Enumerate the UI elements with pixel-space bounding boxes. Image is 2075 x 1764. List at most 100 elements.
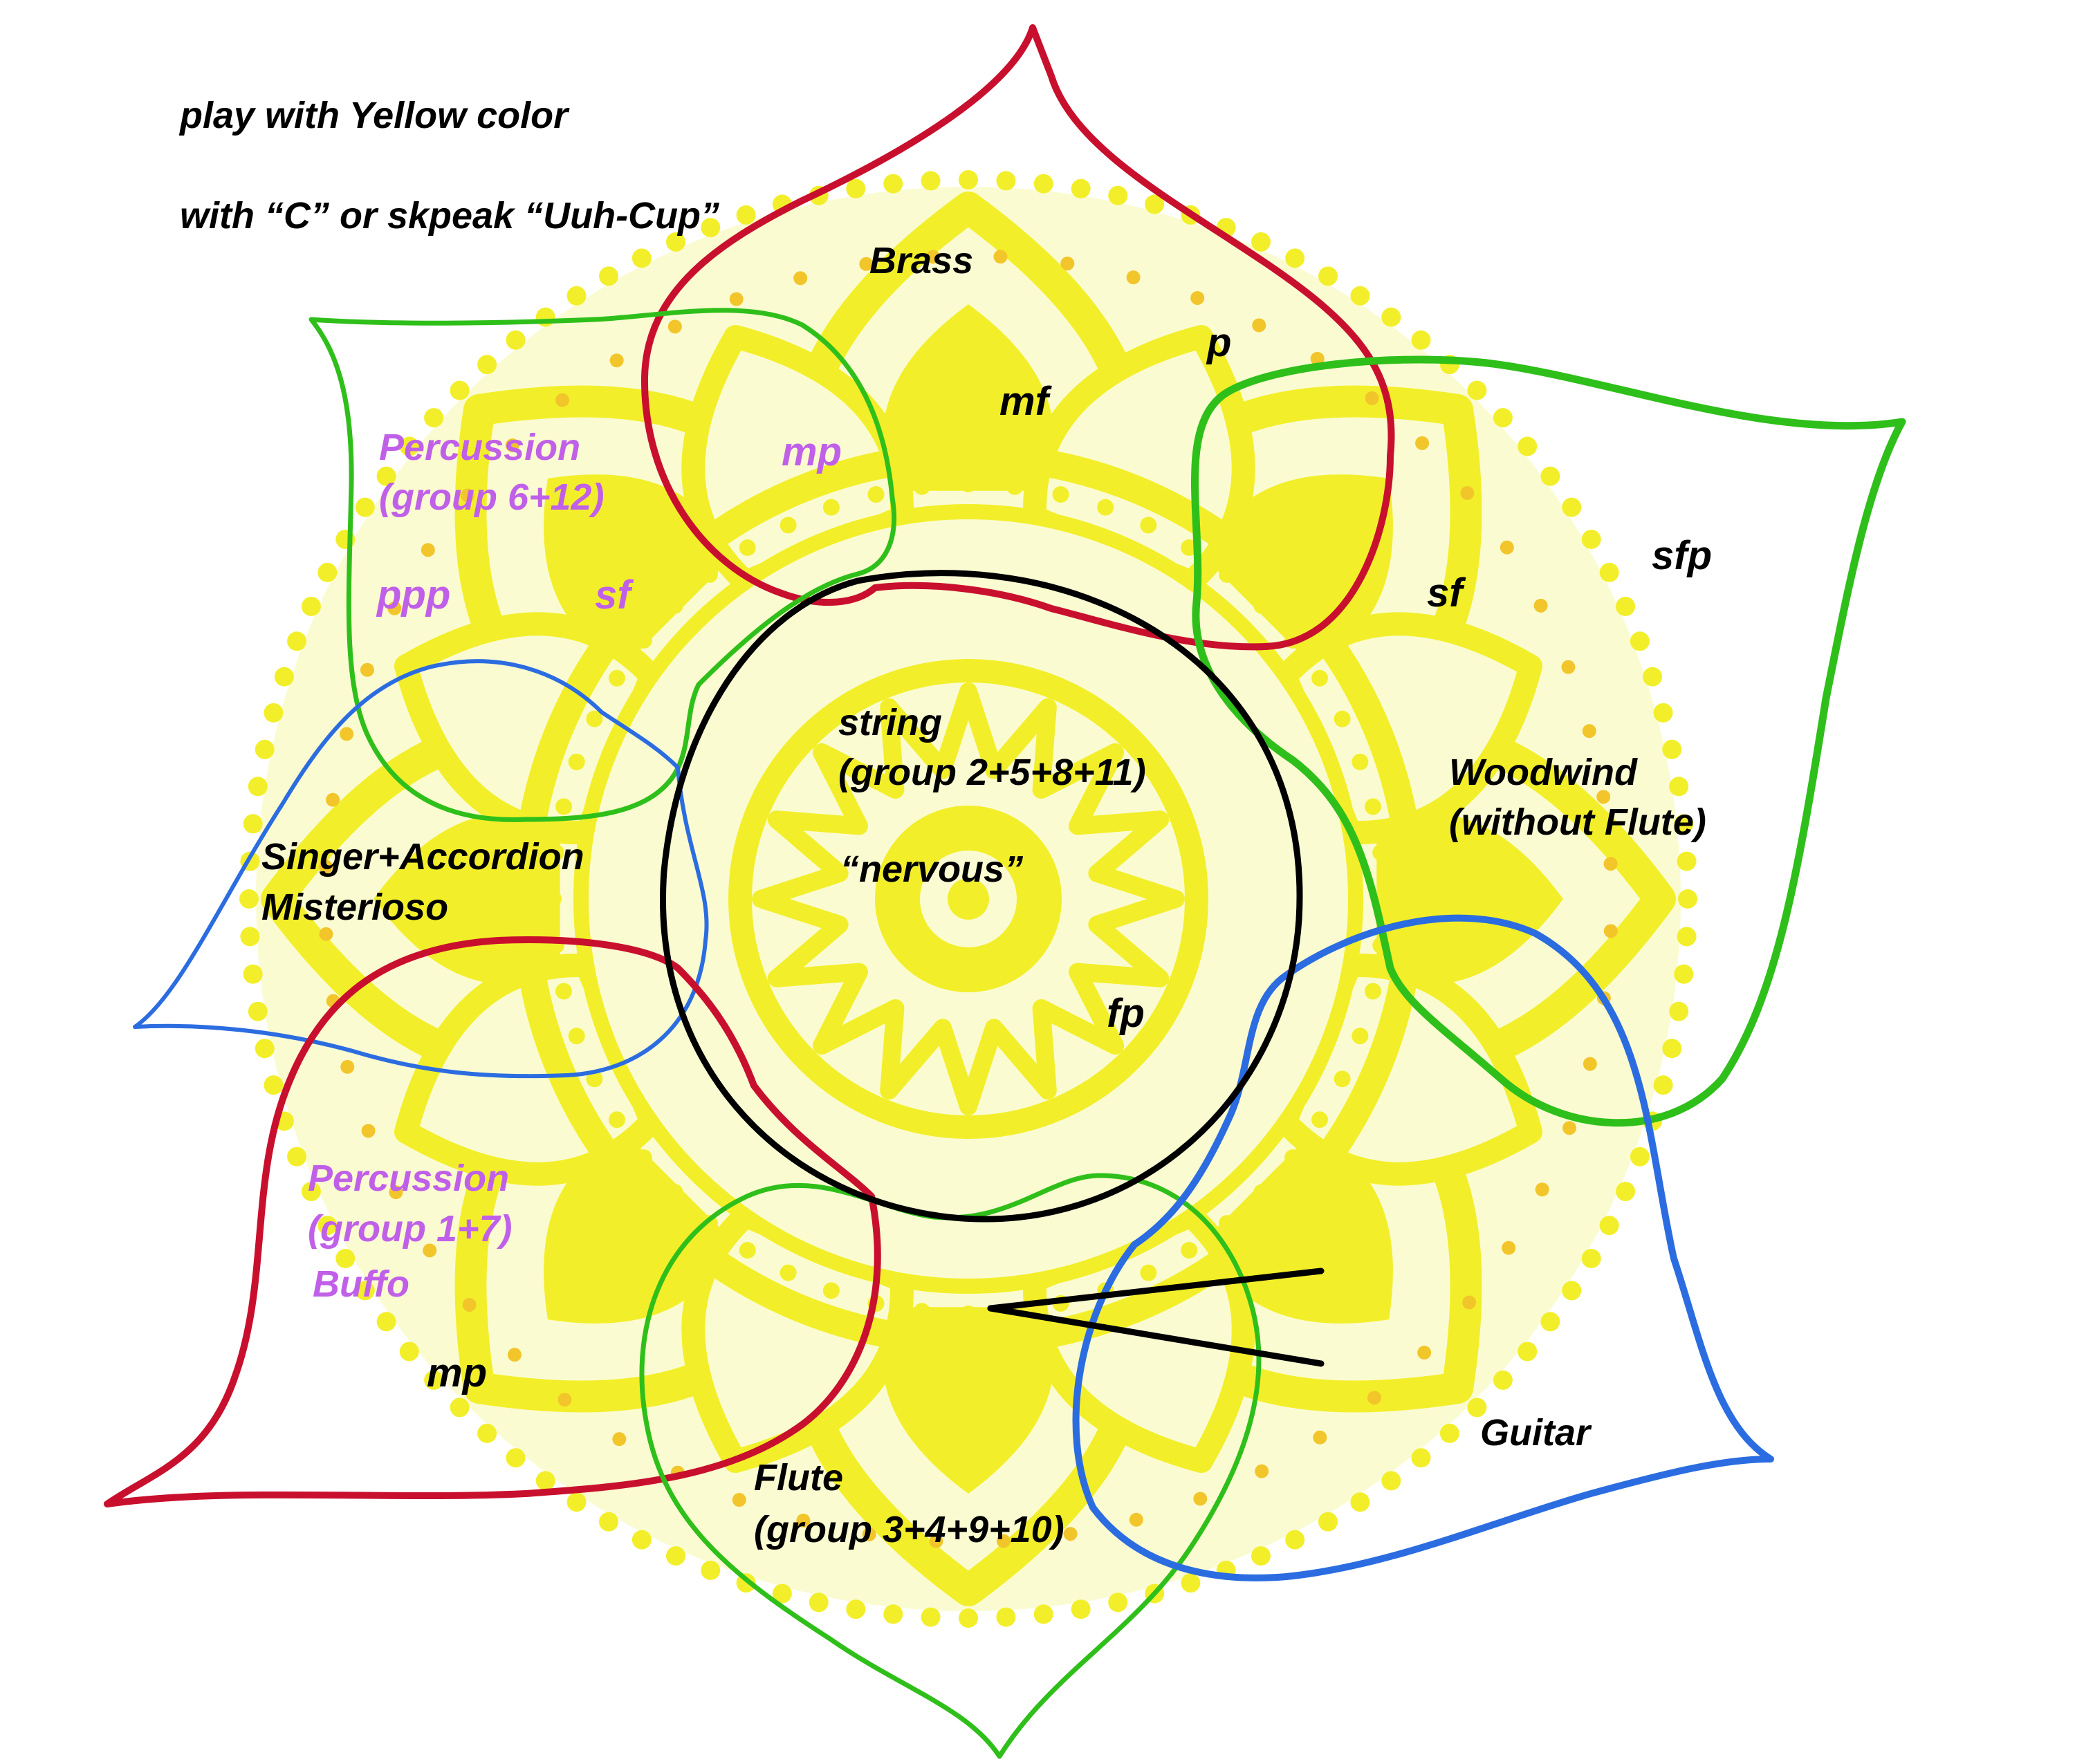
mandala-outer-dot bbox=[1616, 1182, 1636, 1202]
mandala-accent-dot bbox=[1462, 1295, 1477, 1310]
mandala-outer-dot bbox=[506, 1448, 526, 1468]
mandala-outer-dot bbox=[1518, 1341, 1538, 1362]
mandala-ring-dot bbox=[1219, 1215, 1236, 1232]
mandala-outer-dot bbox=[1381, 1471, 1401, 1491]
mandala-ring-dot bbox=[867, 486, 885, 503]
mandala-outer-dot bbox=[255, 739, 275, 759]
mandala-outer-dot bbox=[1643, 667, 1663, 687]
mandala-ring-dot bbox=[1364, 983, 1381, 1000]
mandala-outer-dot bbox=[1674, 814, 1694, 834]
mandala-accent-dot bbox=[609, 353, 624, 368]
mandala-accent-dot bbox=[1310, 351, 1325, 366]
mandala-outer-dot bbox=[1616, 596, 1636, 616]
mandala-ring-dot bbox=[701, 566, 718, 583]
mandala-ring-dot bbox=[701, 1215, 718, 1232]
mandala-ring-dot bbox=[1052, 486, 1069, 503]
mandala-accent-dot bbox=[1313, 1430, 1327, 1445]
hairpin-upper-line bbox=[987, 1268, 1325, 1312]
singer-character: Misterioso bbox=[261, 886, 448, 928]
mandala-outer-dot bbox=[921, 1607, 941, 1627]
mandala-accent-dot bbox=[460, 488, 474, 503]
mandala-outer-dot bbox=[248, 1001, 268, 1021]
mandala-accent-dot bbox=[1129, 1512, 1143, 1527]
mandala-outer-dot bbox=[1581, 1249, 1601, 1268]
mandala-ring-outer bbox=[512, 443, 1425, 1355]
percussion-bottom-group: (group 1+7) bbox=[308, 1208, 513, 1250]
woodwind-petal-outline bbox=[1191, 355, 1906, 1127]
mandala-accent-dot bbox=[796, 1513, 811, 1528]
mandala-outer-dot bbox=[450, 380, 470, 400]
mandala-ring-dot bbox=[608, 1111, 625, 1129]
mandala-outer-dot bbox=[1439, 1423, 1459, 1443]
mandala-outer-dot bbox=[1350, 286, 1370, 306]
singer-label: Singer+Accordion bbox=[261, 836, 584, 878]
mandala-ring-dot bbox=[780, 517, 797, 534]
mandala-ring-dot bbox=[1006, 478, 1024, 495]
mandala-outer-dot bbox=[1318, 1512, 1338, 1532]
mandala-outer-dot bbox=[1411, 330, 1431, 350]
mandala-outer-dot bbox=[883, 1604, 903, 1624]
mandala-accent-dot bbox=[1535, 1182, 1549, 1197]
mandala-accent-dot bbox=[389, 1185, 403, 1200]
mandala-accent-dot bbox=[1582, 724, 1596, 739]
mandala-outer-dot bbox=[1599, 562, 1619, 582]
mandala-outer-dot bbox=[287, 631, 307, 651]
mandala-ring-dot bbox=[960, 476, 977, 492]
hairpin-lower-line bbox=[987, 1305, 1325, 1367]
mandala-accent-dot bbox=[1500, 540, 1514, 555]
mandala-accent-dot bbox=[1603, 924, 1618, 938]
mandala-outer-dot bbox=[1108, 185, 1128, 205]
mandala-accent-dot bbox=[862, 1527, 876, 1541]
mandala-outer-dot bbox=[1285, 1530, 1305, 1550]
mandala-outer-dot bbox=[1071, 1599, 1091, 1619]
mandala-outer-dot bbox=[240, 927, 260, 947]
mandala-outer-dot bbox=[1145, 194, 1165, 214]
mandala-ring-dot bbox=[1140, 517, 1157, 534]
mandala-outer-petal-core bbox=[544, 1135, 732, 1324]
string-group: (group 2+5+8+11) bbox=[838, 752, 1146, 793]
flute-label: Flute bbox=[754, 1457, 843, 1498]
mandala-accent-dot bbox=[423, 1243, 437, 1258]
mandala-ring-dot bbox=[547, 844, 564, 861]
mandala-outer-dot bbox=[335, 1249, 356, 1268]
mandala-outer-dot bbox=[399, 1341, 419, 1362]
mandala-outer-dot bbox=[1630, 1146, 1650, 1167]
mandala-accent-dot bbox=[1190, 290, 1205, 305]
mandala-ring-dot bbox=[1253, 1184, 1271, 1201]
mandala-accent-dot bbox=[1126, 270, 1141, 285]
mandala-outer-dot bbox=[243, 964, 263, 984]
mandala-outer-dot bbox=[376, 1312, 396, 1332]
mandala-outer-dot bbox=[566, 1492, 587, 1512]
mandala-outer-petal-core bbox=[883, 1307, 1054, 1494]
mandala-outer-petal-core bbox=[1376, 813, 1563, 985]
mandala-outer-petal-core bbox=[883, 304, 1054, 491]
mandala-outer-dot bbox=[287, 1146, 307, 1167]
flute-group: (group 3+4+9+10) bbox=[754, 1509, 1064, 1550]
mandala-outer-dot bbox=[1467, 1398, 1487, 1418]
mandala-ring-dot bbox=[822, 1282, 840, 1299]
mandala-outer-dot bbox=[1381, 307, 1401, 327]
woodwind-dynamic-sfp: sfp bbox=[1652, 533, 1712, 578]
mandala-outer-dot bbox=[1581, 530, 1601, 549]
mandala-accent-dot bbox=[387, 601, 402, 615]
mandala-accent-dot bbox=[667, 319, 682, 334]
mandala-accent-dot bbox=[505, 438, 519, 452]
mandala-outer-dot bbox=[1630, 631, 1650, 651]
percussion-top-dynamic-mp: mp bbox=[782, 429, 842, 474]
percussion-bottom-petal-outline bbox=[104, 936, 881, 1507]
mandala-accent-dot bbox=[557, 1393, 572, 1407]
percussion-bottom-dynamic-mp: mp bbox=[427, 1350, 487, 1395]
mandala-ring-dot bbox=[545, 891, 562, 907]
guitar-label: Guitar bbox=[1480, 1412, 1592, 1454]
mandala-outer-dot bbox=[239, 889, 259, 909]
mandala-accent-dot bbox=[996, 1534, 1011, 1548]
mandala-outer-dot bbox=[959, 1608, 978, 1628]
mandala-outer-dot bbox=[1493, 1370, 1513, 1390]
mandala-outer-dot bbox=[1251, 1546, 1271, 1566]
percussion-top-dynamic-ppp: ppp bbox=[376, 573, 450, 618]
mandala-outer-dot bbox=[1318, 266, 1338, 286]
mandala-outer-dot bbox=[1669, 777, 1689, 797]
string-circle-outline bbox=[660, 570, 1303, 1223]
percussion-bottom-label: Percussion bbox=[308, 1158, 509, 1199]
mandala-accent-dot bbox=[1060, 257, 1075, 271]
